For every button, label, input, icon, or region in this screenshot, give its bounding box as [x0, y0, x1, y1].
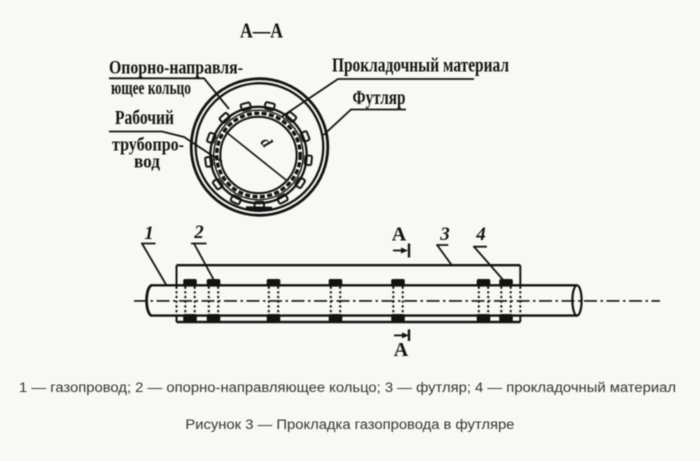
svg-text:ющее кольцо: ющее кольцо	[111, 78, 191, 99]
svg-text:трубопро-: трубопро-	[112, 135, 184, 156]
svg-text:вод: вод	[134, 152, 160, 173]
svg-text:А—А: А—А	[240, 19, 284, 43]
svg-text:Прокладочный материал: Прокладочный материал	[332, 55, 509, 77]
svg-text:Футляр: Футляр	[353, 87, 406, 109]
svg-text:А: А	[392, 224, 407, 246]
svg-text:А: А	[394, 339, 409, 361]
svg-text:4: 4	[475, 224, 486, 245]
svg-text:Опорно-направля-: Опорно-направля-	[109, 58, 243, 79]
svg-text:1: 1	[144, 223, 154, 244]
svg-text:d: d	[257, 134, 276, 152]
svg-text:3: 3	[439, 224, 450, 245]
svg-text:Рабочий: Рабочий	[115, 107, 174, 129]
svg-text:2: 2	[193, 222, 204, 243]
svg-text:1 — газопровод; 2 — опорно-нап: 1 — газопровод; 2 — опорно-направляющее …	[19, 380, 676, 396]
svg-text:Рисунок 3 — Прокладка газопров: Рисунок 3 — Прокладка газопровода в футл…	[185, 417, 514, 433]
